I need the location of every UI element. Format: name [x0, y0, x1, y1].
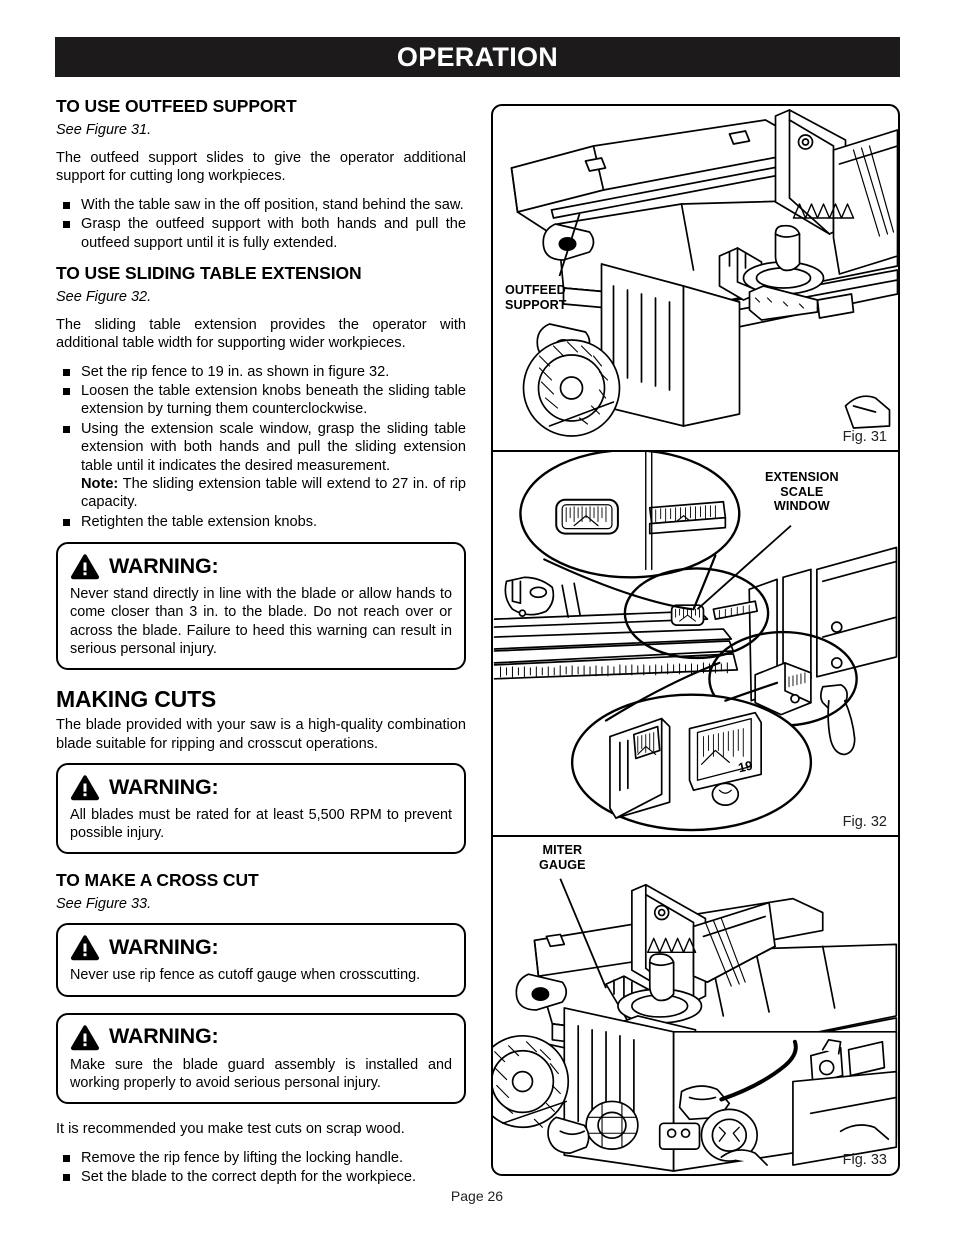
warning-text: Never use rip fence as cutoff gauge when…	[70, 967, 421, 984]
section-heading-cross-cut: TO MAKE A CROSS CUT	[56, 870, 259, 891]
list-item: Remove the rip fence by lifting the lock…	[56, 1149, 466, 1167]
list-item: Using the extension scale window, grasp …	[56, 420, 466, 512]
page-footer: Page 26	[450, 1188, 504, 1204]
figure-caption-31: Fig. 31	[842, 429, 887, 445]
sliding-table-intro-paragraph: The sliding table extension provides the…	[56, 316, 466, 352]
warning-triangle-icon	[70, 935, 100, 961]
making-cuts-intro-paragraph: The blade provided with your saw is a hi…	[56, 717, 466, 752]
warning-header: WARNING:	[70, 774, 452, 801]
warning-box-3: WARNING: Never use rip fence as cutoff g…	[56, 923, 466, 997]
section-heading-sliding-table: TO USE SLIDING TABLE EXTENSION	[56, 262, 362, 283]
figure-31-illustration	[510, 109, 898, 437]
list-item: With the table saw in the off position, …	[56, 196, 466, 214]
warning-label: WARNING:	[109, 774, 219, 799]
note-label: Note:	[81, 475, 119, 492]
warning-text: All blades must be rated for at least 5,…	[70, 806, 452, 842]
figure-32-illustration: 19	[493, 452, 898, 832]
warning-triangle-icon	[70, 1024, 100, 1050]
warning-triangle-icon	[70, 775, 100, 801]
section-heading-outfeed: TO USE OUTFEED SUPPORT	[56, 96, 297, 116]
scale-reading-19: 19	[737, 758, 754, 776]
text-column: TO USE OUTFEED SUPPORT See Figure 31. Th…	[56, 96, 466, 1197]
figure-panel-31: OUTFEED SUPPORT Fig. 31	[493, 106, 898, 450]
warning-label: WARNING:	[109, 1024, 219, 1049]
figure-caption-33: Fig. 33	[842, 1152, 887, 1168]
figure-caption-32: Fig. 32	[842, 814, 887, 830]
page-header-band: OPERATION	[55, 37, 900, 77]
figure-33-illustration	[493, 883, 898, 1172]
callout-extension-scale-window: EXTENSION SCALE WINDOW	[765, 470, 839, 514]
page-title: OPERATION	[396, 42, 559, 72]
cross-cut-bullet-list: Remove the rip fence by lifting the lock…	[56, 1149, 466, 1187]
warning-box-4: WARNING: Make sure the blade guard assem…	[56, 1012, 466, 1105]
section-heading-making-cuts: MAKING CUTS	[56, 686, 217, 713]
see-figure-ref-32: See Figure 32.	[56, 288, 152, 305]
outfeed-intro-paragraph: The outfeed support slides to give the o…	[56, 150, 466, 185]
callout-outfeed-support: OUTFEED SUPPORT	[505, 283, 567, 312]
list-item: Retighten the table extension knobs.	[56, 513, 466, 531]
outfeed-bullet-list: With the table saw in the off position, …	[56, 196, 466, 252]
warning-label: WARNING:	[109, 553, 219, 578]
warning-header: WARNING:	[70, 934, 452, 961]
warning-header: WARNING:	[70, 553, 452, 580]
warning-header: WARNING:	[70, 1024, 452, 1051]
list-item: Loosen the table extension knobs beneath…	[56, 382, 466, 419]
see-figure-ref-31: See Figure 31.	[56, 122, 152, 138]
sliding-table-bullet-list: Set the rip fence to 19 in. as shown in …	[56, 363, 466, 531]
warning-box-1: WARNING: Never stand directly in line wi…	[56, 542, 466, 671]
warning-text: Never stand directly in line with the bl…	[70, 586, 452, 657]
figure-panel-32: 19 EXTENSION SCALE WINDOW Fig. 32	[493, 450, 898, 835]
test-cuts-recommendation: It is recommended you make test cuts on …	[56, 1121, 405, 1138]
list-item-text: Using the extension scale window, grasp …	[81, 420, 466, 474]
warning-triangle-icon	[70, 554, 100, 580]
warning-label: WARNING:	[109, 935, 219, 960]
list-item: Grasp the outfeed support with both hand…	[56, 215, 466, 252]
figure-panel-33: MITER GAUGE Fig. 33	[493, 835, 898, 1173]
note-text: The sliding extension table will extend …	[81, 475, 466, 511]
list-item: Set the blade to the correct depth for t…	[56, 1168, 466, 1186]
list-item: Set the rip fence to 19 in. as shown in …	[56, 363, 466, 381]
figure-column: OUTFEED SUPPORT Fig. 31	[491, 104, 900, 1176]
callout-miter-gauge: MITER GAUGE	[539, 843, 586, 872]
warning-box-2: WARNING: All blades must be rated for at…	[56, 762, 466, 855]
see-figure-ref-33: See Figure 33.	[56, 896, 152, 913]
warning-text: Make sure the blade guard assembly is in…	[70, 1056, 452, 1091]
